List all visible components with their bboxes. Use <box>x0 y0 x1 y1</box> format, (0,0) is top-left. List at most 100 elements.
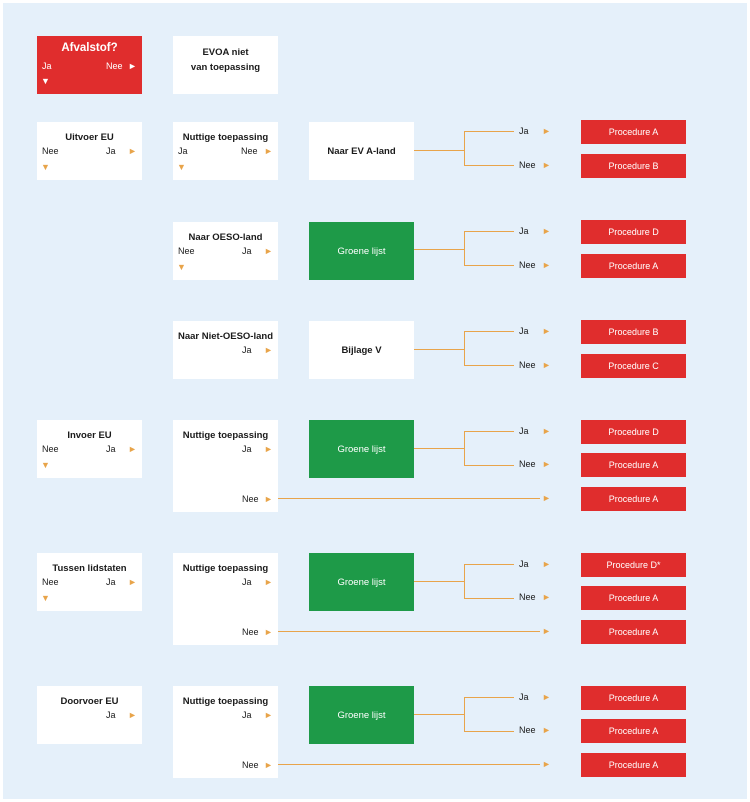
nee-label: Nee <box>242 494 259 504</box>
arrow-right-icon: ► <box>264 760 273 770</box>
arrow-right-icon: ► <box>542 326 551 336</box>
branch-ja-label: Ja <box>519 426 529 436</box>
category-doorvoer-eu: Doorvoer EU Ja ► <box>37 686 142 744</box>
nee-label: Nee <box>242 627 259 637</box>
nee-label: Nee <box>178 246 195 256</box>
question-title: Nuttige toepassing <box>182 132 269 143</box>
connector-line <box>414 150 465 152</box>
arrow-right-icon: ► <box>264 146 273 156</box>
arrow-right-icon: ► <box>542 160 551 170</box>
connector-line <box>464 265 514 267</box>
procedure-box: Procedure D <box>581 420 686 444</box>
question-nuttige-toepassing: Nuttige toepassing Ja ► Nee ► <box>173 686 278 778</box>
arrow-right-icon: ► <box>542 592 551 602</box>
question-title: Nuttige toepassing <box>182 430 269 441</box>
connector-line <box>414 249 465 251</box>
arrow-right-icon: ► <box>542 559 551 569</box>
connector-line <box>464 431 514 433</box>
question-naar-niet-oeso-land: Naar Niet-OESO-land Ja ► <box>173 321 278 379</box>
arrow-right-icon: ► <box>264 710 273 720</box>
connector-line <box>278 498 540 500</box>
arrow-right-icon: ► <box>128 577 137 587</box>
arrow-down-icon: ▼ <box>177 262 186 272</box>
arrow-right-icon: ► <box>542 426 551 436</box>
question-nuttige-toepassing: Nuttige toepassing Ja ► Nee ► <box>173 420 278 512</box>
arrow-right-icon: ► <box>542 493 551 503</box>
groene-lijst-box: Groene lijst <box>309 553 414 611</box>
connector-line <box>464 131 466 166</box>
category-tussen-lidstaten: Tussen lidstaten Nee Ja ► ▼ <box>37 553 142 611</box>
evoa-line1: EVOA niet <box>202 47 249 58</box>
procedure-box: Procedure B <box>581 320 686 344</box>
nee-label: Nee <box>42 146 59 156</box>
question-title: Nuttige toepassing <box>182 563 269 574</box>
ja-label: Ja <box>242 577 252 587</box>
procedure-box: Procedure A <box>581 719 686 743</box>
arrow-right-icon: ► <box>128 710 137 720</box>
evoa-line2: van toepassing <box>190 62 261 73</box>
question-title: Naar Niet-OESO-land <box>177 331 274 342</box>
procedure-box: Procedure A <box>581 487 686 511</box>
connector-line <box>414 714 465 716</box>
arrow-right-icon: ► <box>264 246 273 256</box>
arrow-right-icon: ► <box>264 627 273 637</box>
groene-lijst-box: Groene lijst <box>309 686 414 744</box>
procedure-box: Procedure D <box>581 220 686 244</box>
ja-label: Ja <box>106 577 116 587</box>
category-title: Invoer EU <box>67 430 112 441</box>
arrow-down-icon: ▼ <box>177 162 186 172</box>
connector-line <box>414 448 465 450</box>
connector-line <box>464 564 514 566</box>
connector-line <box>464 465 514 467</box>
branch-nee-label: Nee <box>519 160 536 170</box>
connector-line <box>464 697 466 732</box>
afvalstof-box: Afvalstof? Ja Nee ► ▼ <box>37 36 142 94</box>
branch-nee-label: Nee <box>519 360 536 370</box>
evoa-box: EVOA niet van toepassing <box>173 36 278 94</box>
category-uitvoer-eu: Uitvoer EU Nee Ja ► ▼ <box>37 122 142 180</box>
afvalstof-ja: Ja <box>42 61 52 71</box>
flowchart-canvas: Afvalstof? Ja Nee ► ▼ EVOA niet van toep… <box>3 3 747 799</box>
connector-line <box>464 231 466 266</box>
arrow-down-icon: ▼ <box>41 460 50 470</box>
question-title: Naar OESO-land <box>188 232 263 243</box>
connector-line <box>464 231 514 233</box>
procedure-box: Procedure A <box>581 120 686 144</box>
branch-ja-label: Ja <box>519 126 529 136</box>
question-naar-oeso-land: Naar OESO-land Nee Ja ► ▼ <box>173 222 278 280</box>
branch-ja-label: Ja <box>519 692 529 702</box>
ja-label: Ja <box>106 146 116 156</box>
groene-lijst-box: Groene lijst <box>309 222 414 280</box>
connector-line <box>464 697 514 699</box>
arrow-right-icon: ► <box>542 360 551 370</box>
connector-line <box>464 331 514 333</box>
arrow-right-icon: ► <box>264 444 273 454</box>
arrow-down-icon: ▼ <box>41 162 50 172</box>
branch-nee-label: Nee <box>519 459 536 469</box>
nee-label: Nee <box>42 577 59 587</box>
ja-label: Ja <box>242 444 252 454</box>
ja-label: Ja <box>242 246 252 256</box>
arrow-right-icon: ► <box>128 146 137 156</box>
procedure-box: Procedure B <box>581 154 686 178</box>
arrow-right-icon: ► <box>542 226 551 236</box>
connector-line <box>464 331 466 366</box>
arrow-right-icon: ► <box>264 494 273 504</box>
connector-line <box>464 431 466 466</box>
arrow-right-icon: ► <box>542 260 551 270</box>
arrow-right-icon: ► <box>542 626 551 636</box>
branch-ja-label: Ja <box>519 559 529 569</box>
arrow-right-icon: ► <box>542 725 551 735</box>
connector-line <box>464 131 514 133</box>
arrow-right-icon: ► <box>128 444 137 454</box>
afvalstof-nee: Nee <box>106 61 123 71</box>
ja-label: Ja <box>242 710 252 720</box>
branch-ja-label: Ja <box>519 226 529 236</box>
category-title: Uitvoer EU <box>65 132 114 143</box>
arrow-right-icon: ► <box>542 692 551 702</box>
connector-line <box>278 764 540 766</box>
procedure-box: Procedure A <box>581 686 686 710</box>
question-title: Nuttige toepassing <box>182 696 269 707</box>
nee-label: Nee <box>42 444 59 454</box>
nee-label: Nee <box>241 146 258 156</box>
